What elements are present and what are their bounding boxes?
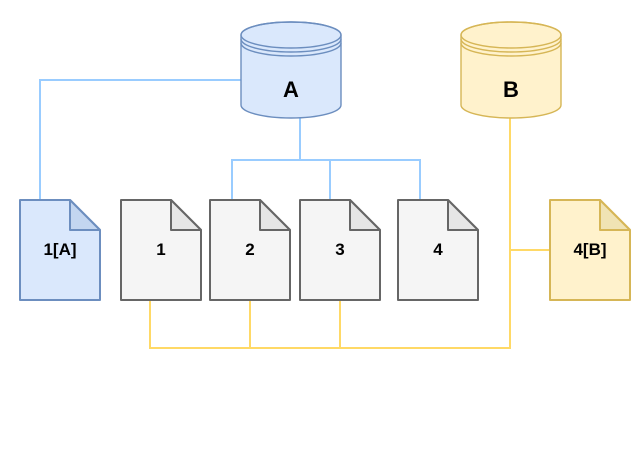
edge-a-drop-doc3 <box>329 159 331 200</box>
document-1a: 1[A] <box>19 199 101 301</box>
document-4b: 4[B] <box>549 199 631 301</box>
database-cylinder-icon <box>240 21 342 119</box>
document-note-icon <box>397 199 479 301</box>
document-3-label: 3 <box>335 240 345 259</box>
document-2-label: 2 <box>245 240 255 259</box>
edge-a-stem <box>299 117 301 161</box>
edge-a-drop-doc4 <box>419 159 421 200</box>
edge-b-stem <box>509 117 511 349</box>
edge-a-to-1a-vertical <box>39 79 41 200</box>
document-4: 4 <box>397 199 479 301</box>
document-note-icon <box>549 199 631 301</box>
document-note-icon <box>120 199 202 301</box>
edge-a-to-1a-horizontal <box>40 79 241 81</box>
database-a-label: A <box>283 77 299 102</box>
document-note-icon <box>299 199 381 301</box>
database-cylinder-icon <box>460 21 562 119</box>
document-note-icon <box>19 199 101 301</box>
edge-b-riser-doc1 <box>149 299 151 349</box>
database-b: B <box>459 21 563 119</box>
document-1a-label: 1[A] <box>43 240 77 259</box>
document-note-icon <box>209 199 291 301</box>
edge-b-to-4b <box>509 249 550 251</box>
edge-b-bus <box>149 347 511 349</box>
edge-a-bus <box>231 159 421 161</box>
document-1-label: 1 <box>156 240 166 259</box>
database-a: A <box>239 21 343 119</box>
document-2: 2 <box>209 199 291 301</box>
database-b-label: B <box>503 77 519 102</box>
edge-b-riser-doc2 <box>249 299 251 349</box>
document-4-label: 4 <box>433 240 443 259</box>
edge-b-riser-doc3 <box>339 298 341 349</box>
document-1: 1 <box>120 199 202 301</box>
document-4b-label: 4[B] <box>573 240 607 259</box>
edge-a-drop-doc2 <box>231 159 233 200</box>
document-3: 3 <box>299 199 381 301</box>
